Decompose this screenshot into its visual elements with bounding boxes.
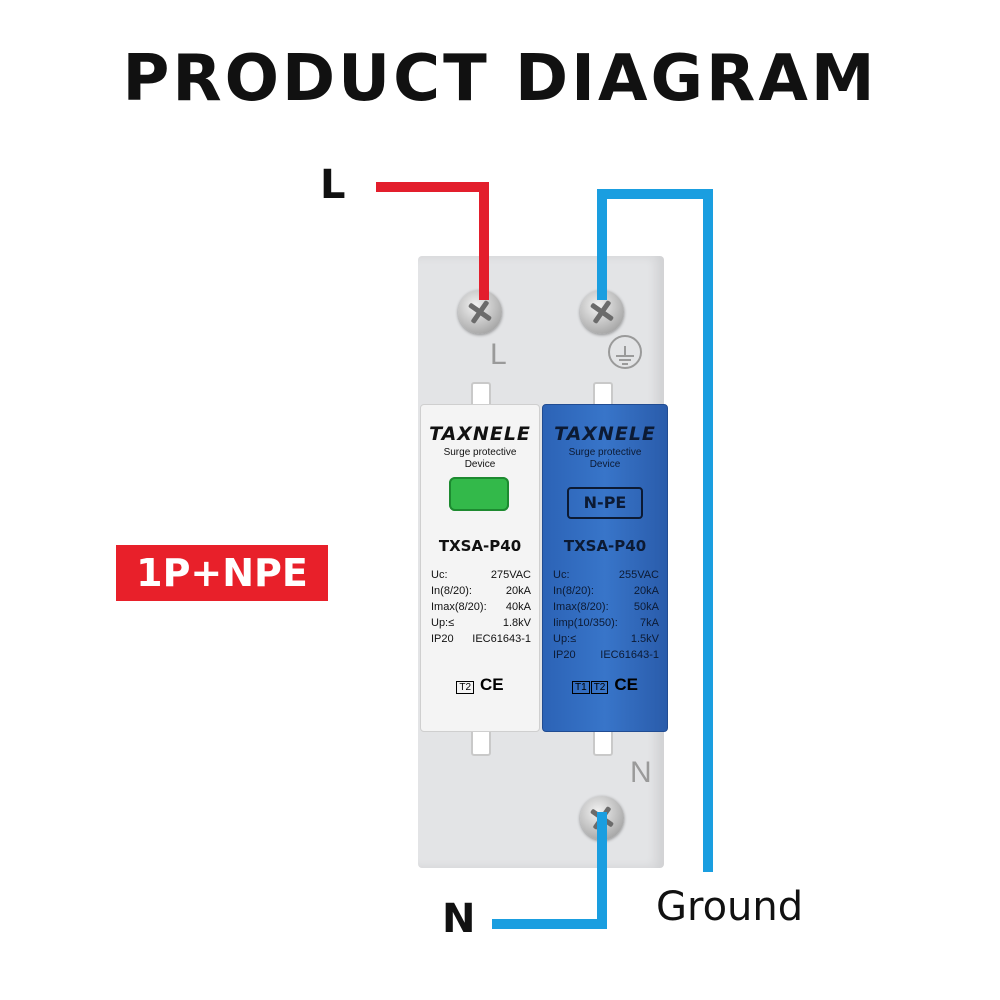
spec-row: Imax(8/20):50kA	[553, 601, 659, 613]
spec-row: In(8/20):20kA	[431, 585, 531, 597]
neutral-label: N	[442, 896, 476, 942]
spec-row: Uc:255VAC	[553, 569, 659, 581]
certification-marks: T2 CE	[421, 675, 539, 695]
ce-mark: CE	[614, 675, 638, 694]
spec-row: Imax(8/20):40kA	[431, 601, 531, 613]
status-indicator-window	[449, 477, 509, 511]
spec-list: Uc:275VAC In(8/20):20kA Imax(8/20):40kA …	[431, 567, 531, 647]
page-title: PRODUCT DIAGRAM	[122, 42, 878, 116]
neutral-wire	[492, 812, 607, 929]
spec-row: Up:≤1.5kV	[553, 633, 659, 645]
module-subtitle: Surge protective Device	[568, 447, 642, 470]
spec-row: In(8/20):20kA	[553, 585, 659, 597]
type-mark: T1	[572, 681, 590, 694]
spec-row: Up:≤1.8kV	[431, 617, 531, 629]
spec-list: Uc:255VAC In(8/20):20kA Imax(8/20):50kA …	[553, 567, 659, 663]
type-mark: T2	[456, 681, 475, 694]
ce-mark: CE	[480, 675, 504, 694]
model-number: TXSA-P40	[563, 537, 647, 555]
terminal-l-engraving: L	[490, 338, 507, 371]
spec-row: Iimp(10/350):7kA	[553, 617, 659, 629]
type-mark: T2	[590, 681, 609, 694]
line-label: L	[320, 162, 346, 208]
ground-wire	[597, 189, 713, 872]
module-subtitle: Surge protective Device	[443, 447, 517, 470]
configuration-badge: 1P+NPE	[116, 545, 328, 601]
model-number: TXSA-P40	[438, 537, 522, 555]
terminal-n-engraving: N	[630, 756, 652, 789]
npe-tag: N-PE	[567, 487, 643, 519]
spd-module-line: TAXNELE Surge protective Device TXSA-P40…	[420, 404, 540, 732]
spd-module-npe: TAXNELE Surge protective Device N-PE TXS…	[542, 404, 668, 732]
brand-logo: TAXNELE	[429, 423, 531, 445]
line-wire	[376, 182, 489, 300]
spec-row: Uc:275VAC	[431, 569, 531, 581]
protective-earth-icon	[608, 335, 642, 369]
ground-label: Ground	[656, 884, 804, 930]
brand-logo: TAXNELE	[554, 423, 656, 445]
